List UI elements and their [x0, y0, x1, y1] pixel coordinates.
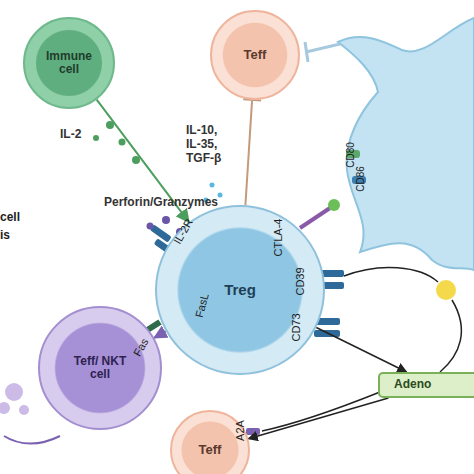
apoptosis-arrow — [4, 436, 60, 444]
granzyme-dot — [162, 216, 170, 224]
arrow-connector — [154, 331, 166, 337]
conversion-arrow — [440, 300, 461, 372]
inhibition-connector — [243, 99, 261, 205]
effector-nkt-cell: Teff/ NKT cell — [38, 306, 162, 430]
cytokine-dot — [210, 183, 215, 188]
receptor-label: CD80 — [346, 142, 356, 168]
cytokine-dot — [218, 193, 223, 198]
arrow-connector — [316, 328, 406, 373]
node-label: Teff — [244, 48, 267, 62]
receptor-label: CD86 — [356, 166, 366, 192]
edge-label: IL-2 — [60, 128, 100, 142]
receptor-label: CTLA-4 — [273, 219, 284, 257]
edge-label: Perforin/Granzymes — [104, 196, 244, 210]
receptor-label: cell — [0, 211, 20, 223]
node-label: Teff — [199, 443, 222, 457]
receptor-label: CD39 — [295, 267, 306, 295]
dendritic-cell — [338, 18, 474, 270]
ctla4-receptor — [300, 208, 330, 228]
receptor-label: CD73 — [291, 313, 302, 341]
adenosine-arrow — [262, 392, 380, 431]
granzyme-dot — [147, 223, 154, 230]
a2a-receptor — [246, 428, 260, 435]
apoptotic-body — [19, 405, 29, 415]
effector-t-cell: Teff — [170, 410, 250, 474]
apoptotic-body — [0, 402, 10, 414]
arrow-connector — [248, 398, 388, 439]
inhibition-line — [306, 44, 340, 52]
effector-t-cell: Teff — [210, 10, 300, 100]
receptor-label: A2A — [235, 420, 246, 441]
inhibition-bar — [305, 42, 308, 62]
apoptotic-body — [5, 383, 23, 401]
node-label: Teff/ NKT cell — [70, 355, 130, 381]
node-label: Adeno — [394, 378, 431, 391]
edge-label: IL-10, IL-35, TGF-β — [186, 124, 234, 165]
node-label: Immune cell — [39, 50, 99, 76]
node-label: Treg — [224, 282, 256, 299]
adenosine-box: Adeno — [378, 372, 474, 398]
atp-molecule — [436, 280, 456, 300]
il2-dot — [119, 139, 126, 146]
conversion-arrow — [344, 267, 438, 282]
immune-cell: Immune cell — [23, 17, 115, 109]
receptor-label: is — [0, 229, 10, 241]
il2-dot — [93, 135, 99, 141]
ctla4-ligand — [328, 199, 340, 211]
